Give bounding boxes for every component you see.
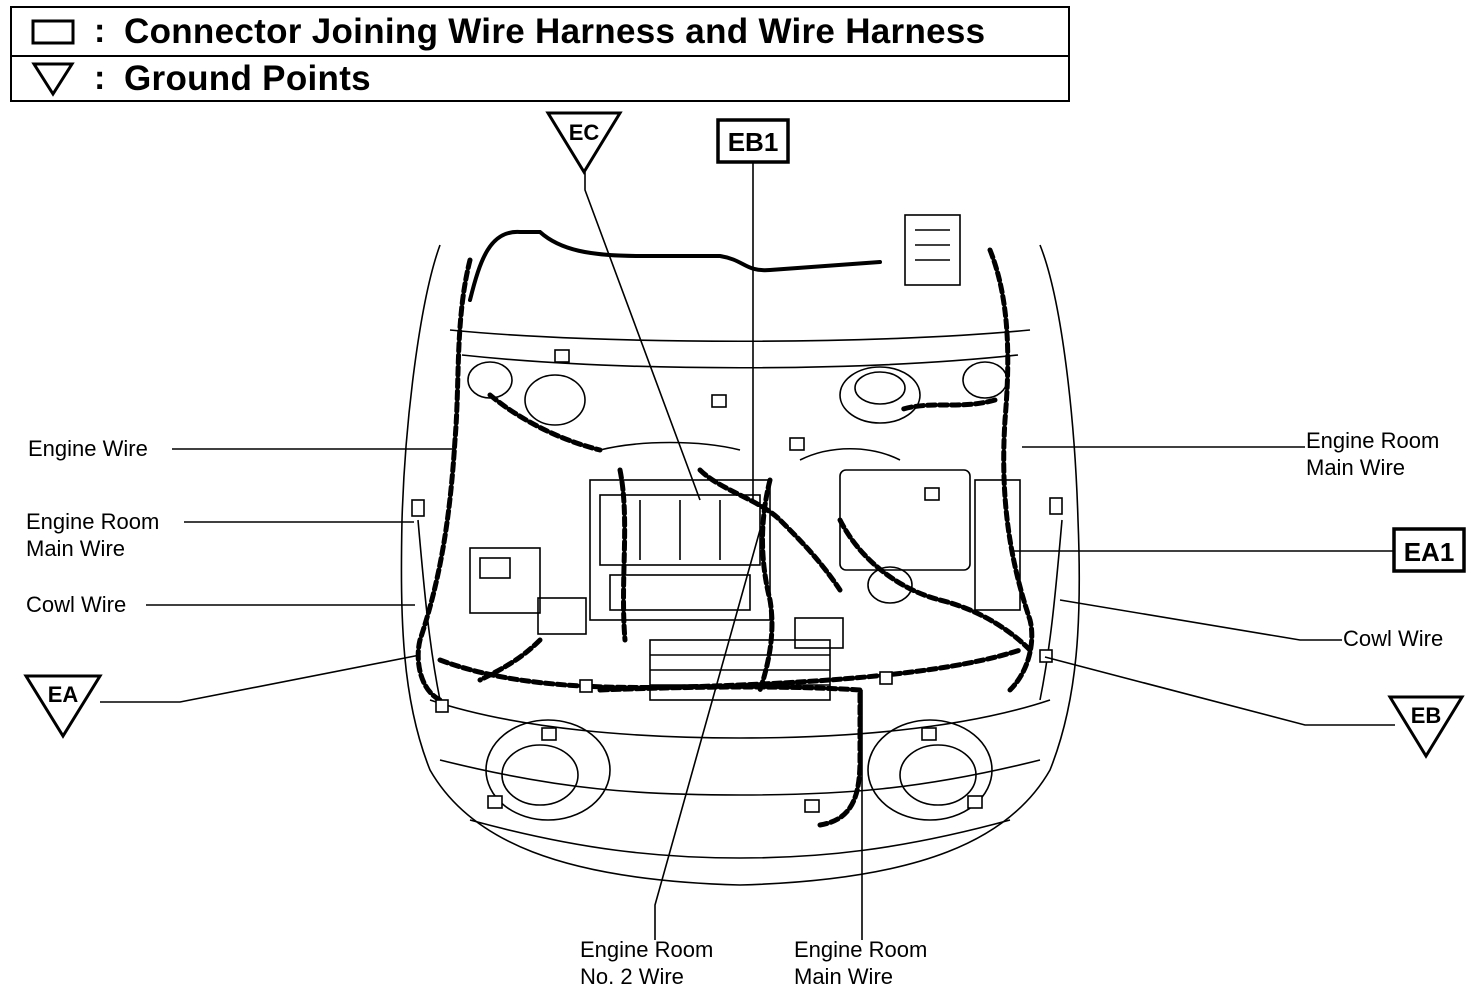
label-bottom-main-line1: Engine Room (794, 937, 927, 962)
tag-ea-label: EA (48, 682, 79, 707)
tag-eb-label: EB (1411, 703, 1442, 728)
tag-eb1-label: EB1 (728, 127, 779, 157)
label-bottom-main-line2: Main Wire (794, 964, 893, 989)
label-bottom-no2-line1: Engine Room (580, 937, 713, 962)
ground-point-eb: EB (1387, 695, 1465, 759)
legend-box: : Connector Joining Wire Harness and Wir… (10, 6, 1070, 102)
label-bottom-no2-line2: No. 2 Wire (580, 964, 684, 989)
connector-tag-ea1: EA1 (1392, 527, 1466, 573)
legend-ground-text: Ground Points (124, 58, 371, 98)
ground-triangle-icon (12, 61, 94, 97)
wire-harnesses (415, 229, 1035, 828)
label-engine-wire: Engine Wire (28, 436, 148, 461)
connector-box-icon (12, 18, 94, 46)
label-right-cowl-wire: Cowl Wire (1343, 626, 1443, 651)
car-body-outline (400, 214, 1081, 886)
legend-row-ground: : Ground Points (12, 55, 1068, 102)
tag-ea1-label: EA1 (1404, 537, 1455, 567)
small-connectors (411, 349, 1063, 813)
label-left-cowl-wire: Cowl Wire (26, 592, 126, 617)
ground-point-ec: EC (545, 111, 623, 175)
label-left-main-line1: Engine Room (26, 509, 159, 534)
legend-colon: : (94, 12, 106, 50)
label-right-main-line1: Engine Room (1306, 428, 1439, 453)
leader-lines (100, 162, 1395, 940)
label-right-main-line2: Main Wire (1306, 455, 1405, 480)
connector-tag-eb1: EB1 (716, 118, 790, 164)
label-left-main-line2: Main Wire (26, 536, 125, 561)
legend-colon: : (94, 59, 106, 97)
ground-point-ea: EA (23, 674, 103, 739)
legend-row-connector: : Connector Joining Wire Harness and Wir… (12, 8, 1068, 57)
tag-ec-label: EC (569, 120, 600, 145)
legend-connector-text: Connector Joining Wire Harness and Wire … (124, 11, 986, 51)
